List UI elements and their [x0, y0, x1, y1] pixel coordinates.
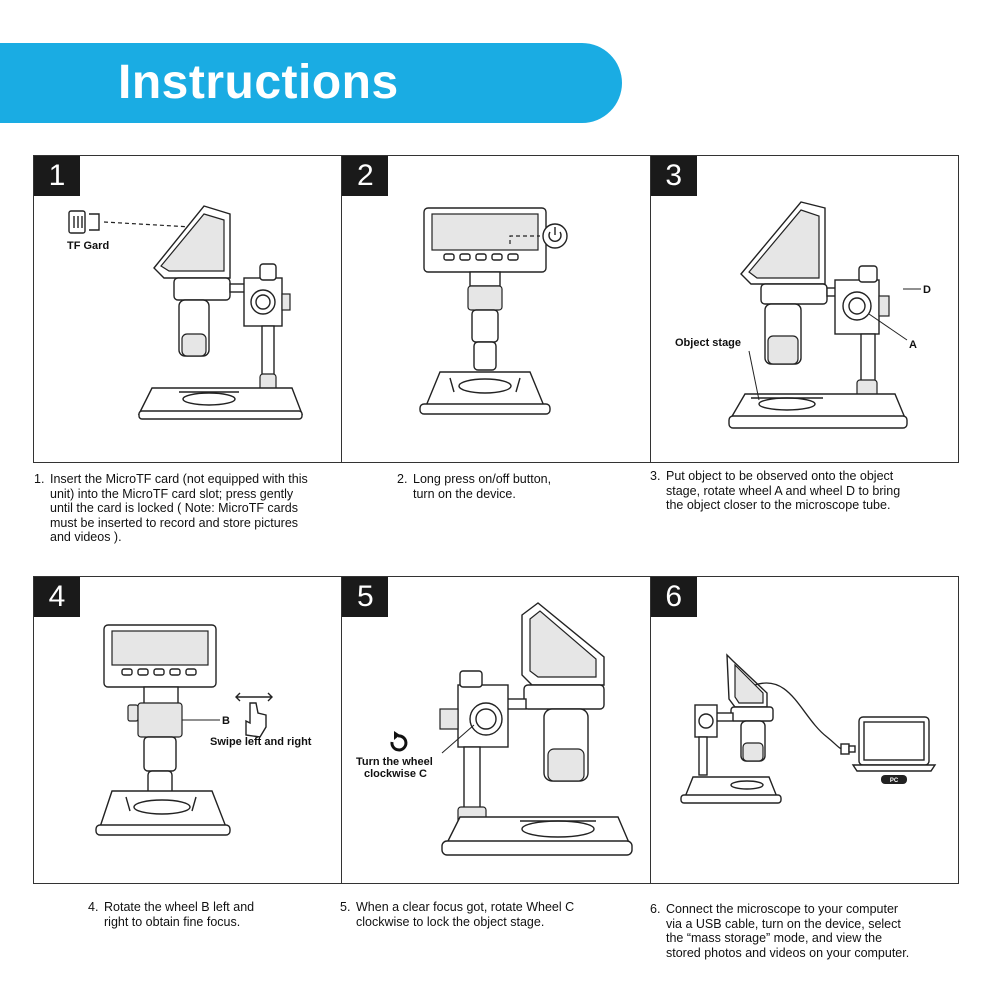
step-3-caption: 3. Put object to be observed onto the ob… [650, 469, 901, 512]
step-1-number: 1 [34, 156, 80, 196]
step-6-caption: 6. Connect the microscope to your comput… [650, 902, 910, 960]
step-3-number: 3 [650, 156, 697, 196]
step-4-caption: 4. Rotate the wheel B left and right to … [88, 900, 255, 929]
step-1-panel: 1 TF Gard [34, 156, 343, 462]
step-3-illustration: D A Object stage [651, 156, 960, 462]
microscope-tf-card-illustration: TF Gard [67, 205, 304, 420]
microscope-fine-focus-illustration: B Swipe left and right [95, 624, 312, 836]
step-5-caption: 5. When a clear focus got, rotate Wheel … [340, 900, 575, 929]
step-5-panel: 5 [342, 577, 651, 883]
step-5-number: 5 [342, 577, 389, 617]
tf-card-icon [68, 210, 100, 234]
microscope-lock-stage-illustration: Turn the wheel clockwise C [356, 602, 634, 856]
steps-row-1: 1 TF Gard [33, 155, 959, 463]
swipe-label: Swipe left and right [210, 736, 312, 748]
step-4-panel: 4 B [34, 577, 343, 883]
step-6-illustration: PC [651, 577, 960, 883]
wheel-a-label: A [909, 339, 917, 351]
step-2-panel: 2 [342, 156, 651, 462]
step-2-number: 2 [342, 156, 389, 196]
page-title: Instructions [118, 56, 399, 109]
turn-wheel-label-line-2: clockwise C [364, 768, 427, 780]
header-banner: Instructions [0, 43, 622, 123]
step-5-illustration: Turn the wheel clockwise C [342, 577, 651, 883]
step-2-caption: 2. Long press on/off button, turn on the… [397, 472, 552, 501]
swipe-hand-icon [235, 692, 273, 738]
step-6-number: 6 [650, 577, 697, 617]
pc-label: PC [889, 778, 898, 784]
turn-wheel-label-line-1: Turn the wheel [356, 756, 433, 768]
object-stage-label: Object stage [675, 337, 741, 349]
power-icon [542, 223, 569, 249]
step-3-panel: 3 [650, 156, 960, 462]
clockwise-arrow-icon [390, 731, 408, 752]
microscope-stage-illustration: D A Object stage [675, 201, 931, 429]
tf-card-label: TF Gard [67, 240, 109, 252]
step-6-panel: 6 [650, 577, 960, 883]
microscope-pc-connection-illustration: PC [679, 653, 936, 804]
step-4-number: 4 [34, 577, 80, 617]
steps-row-2: 4 B [33, 576, 959, 884]
wheel-b-label: B [222, 715, 230, 727]
step-1-caption: 1. Insert the MicroTF card (not equipped… [34, 472, 308, 544]
microscope-power-illustration [419, 207, 569, 415]
wheel-d-label: D [923, 284, 931, 296]
control-buttons [443, 253, 520, 261]
laptop-icon [851, 716, 936, 784]
step-2-illustration [342, 156, 651, 462]
step-1-illustration: TF Gard [34, 156, 343, 462]
step-4-illustration: B Swipe left and right [34, 577, 343, 883]
